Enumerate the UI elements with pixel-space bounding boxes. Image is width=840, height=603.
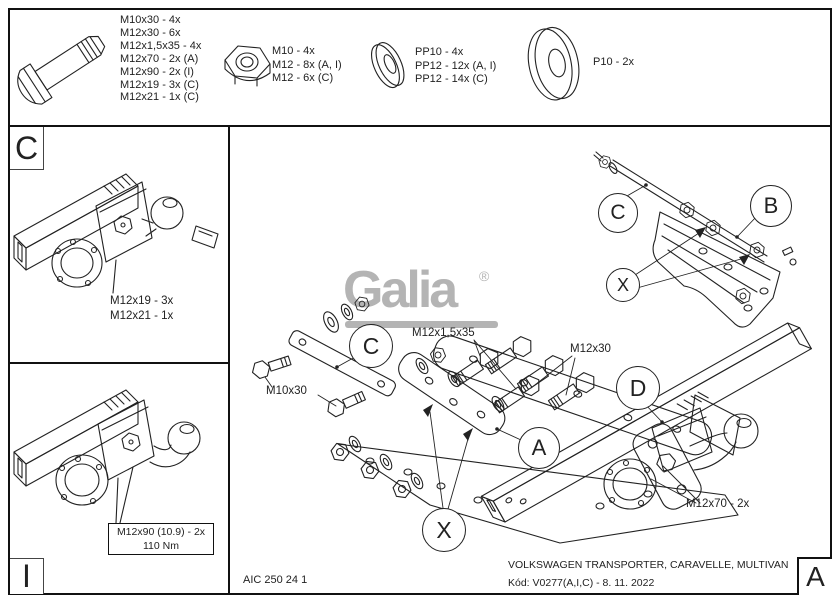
left-column-divider	[228, 125, 230, 595]
nut-quantity-list: M10 - 4x M12 - 8x (A, I) M12 - 6x (C)	[272, 45, 342, 86]
panel-i-corner-box: I	[10, 558, 44, 594]
callout-d: D	[616, 366, 660, 410]
panel-i-torque-box: M12x90 (10.9) - 2x 110 Nm	[108, 523, 214, 555]
note-line: M12x19 - 3x	[110, 295, 174, 307]
bolt-quantity-list: M10x30 - 4x M12x30 - 6x M12x1,5x35 - 4x …	[120, 14, 201, 104]
note-line: M12x21 - 1x	[110, 310, 174, 322]
list-item: M10x30 - 4x	[120, 14, 181, 26]
panel-c-note: M12x19 - 3x M12x21 - 1x	[110, 294, 173, 324]
revision-letter: A	[806, 561, 825, 592]
sheet-border	[8, 8, 832, 595]
list-item: PP10 - 4x	[415, 46, 464, 58]
callout-x-lower: X	[422, 508, 466, 552]
callout-a: A	[518, 427, 560, 469]
registered-trademark-icon: ®	[479, 268, 490, 284]
list-item: M12x30 - 6x	[120, 26, 181, 39]
panel-c-corner-label: C	[14, 129, 39, 166]
top-strip-divider	[8, 125, 832, 127]
list-item: M12x70 - 2x (A)	[120, 52, 199, 65]
list-item: P10 - 2x	[593, 56, 634, 68]
label-m10x30: M10x30	[266, 385, 307, 397]
label-m12x70: M12x70 - 2x	[686, 498, 750, 510]
list-item: M12 - 6x (C)	[272, 72, 334, 84]
washer-quantity-list: PP10 - 4x PP12 - 12x (A, I) PP12 - 14x (…	[415, 46, 496, 87]
list-item: M10 - 4x	[272, 45, 315, 57]
label-m12x30: M12x30	[570, 343, 611, 355]
list-item: M12x90 - 2x (I)	[120, 65, 194, 78]
revision-box: A	[797, 557, 832, 595]
vehicle-title: VOLKSWAGEN TRANSPORTER, CARAVELLE, MULTI…	[508, 559, 789, 571]
callout-c-mid: C	[349, 324, 393, 368]
panel-i-corner-label: I	[22, 558, 31, 594]
list-item: M12x19 - 3x (C)	[120, 78, 199, 91]
callout-b: B	[750, 185, 792, 227]
drawing-number: AIC 250 24 1	[243, 574, 308, 586]
panel-c-corner-box: C	[10, 127, 44, 170]
logo-underline	[345, 321, 498, 328]
torque-line: M12x90 (10.9) - 2x	[116, 526, 206, 538]
list-item: M12x21 - 1x (C)	[120, 91, 199, 104]
torque-line: 110 Nm	[143, 539, 179, 552]
list-item: PP12 - 12x (A, I)	[415, 59, 497, 72]
list-item: PP12 - 14x (C)	[415, 73, 488, 85]
callout-c-upper: C	[598, 193, 638, 233]
left-panels-divider	[8, 362, 228, 364]
big-washer-quantity-list: P10 - 2x	[593, 56, 634, 69]
code-date: Kód: V0277(A,I,C) - 8. 11. 2022	[508, 577, 655, 589]
list-item: M12x1,5x35 - 4x	[120, 39, 202, 52]
label-m12x1535: M12x1,5x35	[412, 327, 475, 339]
callout-x-upper: X	[606, 268, 640, 302]
list-item: M12 - 8x (A, I)	[272, 58, 342, 71]
